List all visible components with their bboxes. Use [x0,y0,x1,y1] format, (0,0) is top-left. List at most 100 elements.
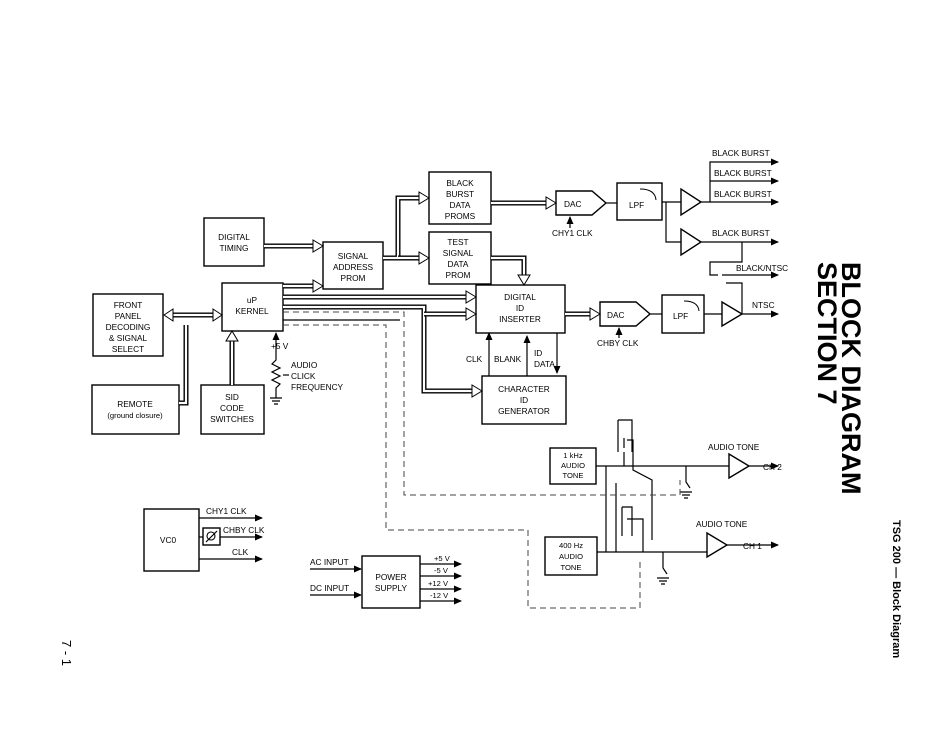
label-chby-clk: CHBY CLK [223,525,265,535]
svg-text:+12 V: +12 V [428,579,449,588]
label-chy1-clk: CHY1 CLK [206,506,247,516]
svg-text:DAC: DAC [607,310,625,320]
label-audio-tone-ch1: AUDIO TONE [696,519,748,529]
svg-text:TEST: TEST [447,237,468,247]
svg-text:SWITCHES: SWITCHES [210,414,254,424]
svg-text:SIGNAL: SIGNAL [443,248,474,258]
svg-text:DIGITAL: DIGITAL [504,292,536,302]
svg-text:DECODING: DECODING [106,322,151,332]
label-black-ntsc: BLACK/NTSC [736,263,788,273]
svg-text:SUPPLY: SUPPLY [375,583,408,593]
svg-text:LPF: LPF [629,200,644,210]
svg-text:TONE: TONE [561,563,582,572]
side-title-text: TSG 200 — Block Diagram [890,520,902,658]
label-black-burst-1: BLACK BURST [712,148,770,158]
svg-text:ID: ID [520,395,528,405]
svg-text:GENERATOR: GENERATOR [498,406,550,416]
label-dc-input: DC INPUT [310,583,349,593]
svg-text:FREQUENCY: FREQUENCY [291,382,344,392]
label-clk: CLK [466,354,483,364]
label-audio-tone-ch2: AUDIO TONE [708,442,760,452]
block-digital-timing: DIGITAL TIMING [203,217,265,267]
svg-text:DAC: DAC [564,199,582,209]
block-up-kernel: uP KERNEL [221,282,284,332]
label-ch2: CH 2 [763,462,782,472]
section-title-line1: SECTION 7 [812,262,842,405]
svg-text:CHARACTER: CHARACTER [498,384,550,394]
label-chy1-clk-top: CHY1 CLK [552,228,593,238]
block-power-supply: POWER SUPPLY [361,555,421,609]
side-title: TSG 200 — Block Diagram [890,520,902,658]
svg-text:VC0: VC0 [160,535,177,545]
label-ch1: CH 1 [743,541,762,551]
label-black-burst-3: BLACK BURST [714,189,772,199]
text-labels: BLACK BURST BLACK BURST BLACK BURST BLAC… [206,148,788,600]
block-character-id-generator: CHARACTER ID GENERATOR [481,375,567,425]
svg-text:(ground closure): (ground closure) [107,411,163,420]
svg-text:& SIGNAL: & SIGNAL [109,333,148,343]
svg-text:BURST: BURST [446,189,474,199]
svg-text:PROM: PROM [341,273,366,283]
svg-text:DATA: DATA [448,259,469,269]
svg-text:-5 V: -5 V [434,566,449,575]
svg-text:SID: SID [225,392,239,402]
svg-text:ADDRESS: ADDRESS [333,262,374,272]
svg-text:DATA: DATA [450,200,471,210]
label-black-burst-4: BLACK BURST [712,228,770,238]
svg-text:POWER: POWER [375,572,406,582]
svg-text:CODE: CODE [220,403,244,413]
label-black-burst-2: BLACK BURST [714,168,772,178]
svg-text:DIGITAL: DIGITAL [218,232,250,242]
svg-text:ID: ID [516,303,524,313]
block-1khz-audio-tone: 1 kHz AUDIO TONE [549,447,597,485]
block-vco: VC0 [143,508,200,572]
block-test-signal-prom: TEST SIGNAL DATA PROM [428,231,492,285]
svg-text:LPF: LPF [673,311,688,321]
block-sid-switches: SID CODE SWITCHES [200,384,265,435]
block-front-panel: FRONT PANEL DECODING & SIGNAL SELECT [92,293,164,357]
svg-text:AUDIO: AUDIO [291,360,318,370]
section-title-line2: BLOCK DIAGRAM [836,262,866,494]
bus-arrows [163,191,601,406]
lpf-mid: LPF [661,294,705,334]
dashed-lines [283,311,681,609]
svg-text:PANEL: PANEL [115,311,142,321]
svg-text:TONE: TONE [563,471,584,480]
svg-text:SIGNAL: SIGNAL [338,251,369,261]
label-id: ID [534,348,542,358]
svg-text:-12 V: -12 V [430,591,449,600]
svg-text:AUDIO: AUDIO [561,461,585,470]
block-black-burst-proms: BLACK BURST DATA PROMS [428,171,492,225]
svg-text:+5 V: +5 V [434,554,451,563]
svg-text:SELECT: SELECT [112,344,144,354]
svg-text:FRONT: FRONT [114,300,143,310]
svg-text:AUDIO: AUDIO [559,552,583,561]
svg-text:TIMING: TIMING [219,243,248,253]
block-400hz-audio-tone: 400 Hz AUDIO TONE [544,536,598,576]
svg-text:REMOTE: REMOTE [117,399,153,409]
label-data: DATA [534,359,555,369]
label-plus5v: +5 V [271,341,289,351]
svg-text:400 Hz: 400 Hz [559,541,583,550]
section-title: SECTION 7 BLOCK DIAGRAM [812,262,866,494]
amp-ch2 [728,452,751,480]
block-digital-id-inserter: DIGITAL ID INSERTER [475,284,566,334]
amp-mid [721,300,744,328]
svg-text:PROMS: PROMS [445,211,476,221]
svg-text:1 kHz: 1 kHz [563,451,583,460]
svg-text:KERNEL: KERNEL [235,306,269,316]
amp-ch1 [706,531,729,559]
signal-lines [199,158,779,605]
page-number-text: 7 - 1 [59,640,74,666]
label-chby-clk-mid: CHBY CLK [597,338,639,348]
label-ntsc: NTSC [752,300,775,310]
label-ac-input: AC INPUT [310,557,349,567]
svg-text:uP: uP [247,295,258,305]
block-signal-address-prom: SIGNAL ADDRESS PROM [322,241,384,290]
amp-top-1 [680,187,703,217]
svg-text:PROM: PROM [446,270,471,280]
dac-top: DAC [555,190,608,216]
page-number: 7 - 1 [59,640,74,666]
svg-text:INSERTER: INSERTER [499,314,541,324]
